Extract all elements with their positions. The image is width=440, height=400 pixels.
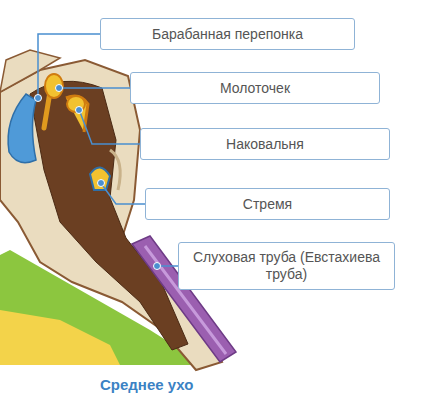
label-box: Молоточек: [130, 72, 380, 104]
label-box: Стремя: [145, 188, 390, 220]
leader-line: [80, 112, 140, 144]
label-box: Наковальня: [140, 128, 390, 160]
malleus: [45, 74, 63, 98]
leader-line: [160, 265, 178, 267]
leader-line: [62, 87, 130, 89]
stapes: [90, 167, 110, 190]
leader-dot: [76, 107, 83, 114]
leader-dot: [98, 180, 105, 187]
part-label: Стремя: [243, 196, 292, 213]
label-box: Слуховая труба (Евстахиева труба): [178, 242, 395, 290]
leader-line: [103, 186, 145, 204]
part-label: Слуховая труба (Евстахиева труба): [189, 249, 384, 283]
leader-line: [38, 34, 100, 96]
caption: Среднее ухо: [100, 376, 193, 393]
leader-dot: [35, 95, 42, 102]
bone-ridge: [110, 150, 120, 190]
label-box: Барабанная перепонка: [100, 18, 355, 50]
part-label: Барабанная перепонка: [152, 26, 303, 43]
leader-dot: [154, 263, 161, 270]
eardrum: [8, 94, 36, 163]
tissue-region: [0, 310, 120, 365]
leader-dot: [56, 85, 63, 92]
part-label: Наковальня: [226, 136, 304, 153]
part-label: Молоточек: [220, 80, 290, 97]
